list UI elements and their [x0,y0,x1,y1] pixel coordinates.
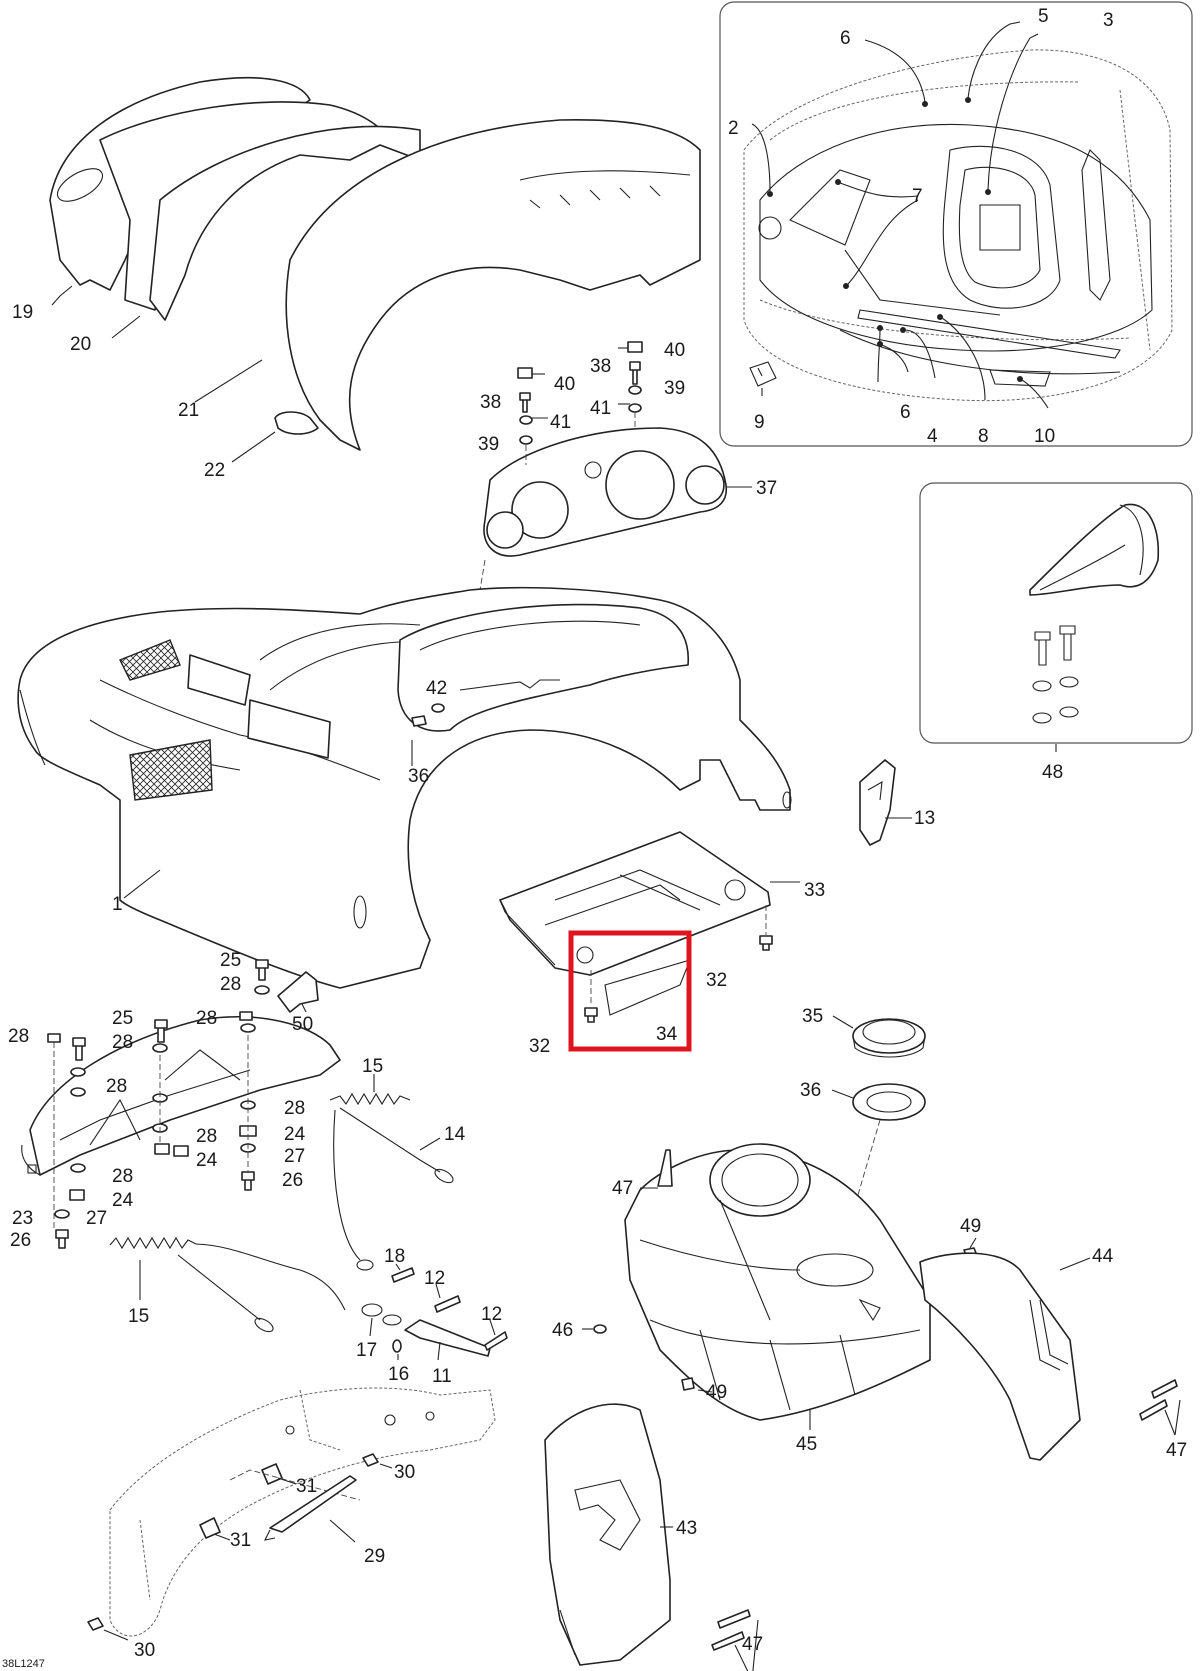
callout-11: 11 [432,1366,452,1387]
callout-19: 19 [12,302,33,323]
callout-34: 34 [656,1024,678,1045]
callout-30b: 30 [134,1640,155,1661]
callout-49b: 49 [706,1382,727,1403]
callout-28f: 28 [284,1098,305,1119]
callout-42: 42 [426,678,447,699]
callout-20: 20 [70,334,91,355]
callout-46: 46 [552,1320,573,1341]
callout-26b: 26 [10,1230,31,1251]
callout-39b: 39 [664,378,685,399]
callout-41a: 41 [550,412,571,433]
inset-mirror-kit [919,482,1193,752]
callout-29: 29 [364,1546,385,1567]
callout-27b: 27 [86,1208,107,1229]
callout-39a: 39 [478,434,499,455]
callout-38b: 38 [590,356,611,377]
callout-24c: 24 [112,1190,134,1211]
callout-28h: 28 [112,1166,133,1187]
callout-27a: 27 [284,1146,305,1167]
rail-group [87,1387,496,1641]
callout-47b: 47 [1166,1440,1187,1461]
callout-17: 17 [356,1340,377,1361]
callout-47c: 47 [742,1634,763,1655]
callout-26a: 26 [282,1170,303,1191]
callout-15a: 15 [362,1056,383,1077]
callout-15b: 15 [128,1306,149,1327]
callout-18: 18 [384,1246,405,1267]
callout-44: 44 [1092,1246,1114,1267]
callout-21: 21 [178,400,199,421]
callout-28a: 28 [220,974,241,995]
callout-31b: 31 [230,1530,251,1551]
gauge-support-group [459,341,752,711]
callout-3: 3 [1103,10,1114,31]
callout-32a: 32 [706,970,727,991]
callout-12a: 12 [424,1268,445,1289]
callout-33: 33 [804,880,825,901]
callout-1: 1 [112,894,123,915]
callout-12b: 12 [481,1304,502,1325]
callout-28d: 28 [112,1032,133,1053]
bracket-13 [859,759,912,846]
callout-40a: 40 [554,374,575,395]
callout-8: 8 [978,426,989,447]
callout-2: 2 [728,118,739,139]
callout-38a: 38 [480,392,501,413]
callout-49a: 49 [960,1216,981,1237]
bracket-23-group [21,959,341,1249]
callout-14: 14 [444,1124,466,1145]
liners-group [49,76,701,463]
callout-10: 10 [1034,426,1055,447]
highlight-frame [568,930,692,1052]
callout-48: 48 [1042,762,1063,783]
callout-25a: 25 [220,950,241,971]
callout-28c: 28 [8,1026,29,1047]
callout-43: 43 [676,1518,697,1539]
callout-7: 7 [912,186,923,207]
callout-41b: 41 [590,398,611,419]
callout-13: 13 [914,808,935,829]
main-cowling [17,586,792,989]
tray-33 [499,831,800,1023]
callout-28b: 28 [196,1008,217,1029]
callout-36b: 36 [800,1080,821,1101]
callout-6a: 6 [840,28,851,49]
inset-decal-panel [719,1,1193,447]
callout-37: 37 [756,478,777,499]
callout-labels: 1 2 3 4 5 6 6 7 8 9 10 11 12 12 13 14 15… [2,6,1187,1670]
callout-22: 22 [204,460,225,481]
callout-31a: 31 [296,1476,317,1497]
callout-23: 23 [12,1208,33,1229]
callout-45: 45 [796,1434,817,1455]
drawing-code: 38L1247 [2,1658,45,1670]
callout-35: 35 [802,1006,823,1027]
callout-40b: 40 [664,340,685,361]
callout-16: 16 [388,1364,409,1385]
callout-24a: 24 [284,1124,306,1145]
callout-5: 5 [1038,6,1049,27]
callout-28g: 28 [196,1126,217,1147]
callout-24b: 24 [196,1150,218,1171]
callout-25b: 25 [112,1008,133,1029]
callout-36a: 36 [408,766,429,787]
callout-4: 4 [927,426,938,447]
callout-32b: 32 [529,1036,550,1057]
callout-28e: 28 [106,1076,127,1097]
callout-47a: 47 [612,1178,633,1199]
callout-50: 50 [292,1014,313,1035]
callout-6b: 6 [900,402,911,423]
callout-30a: 30 [394,1462,415,1483]
springs-cables-group [109,1074,508,1361]
console-group [544,1015,1181,1671]
callout-9: 9 [754,412,765,433]
